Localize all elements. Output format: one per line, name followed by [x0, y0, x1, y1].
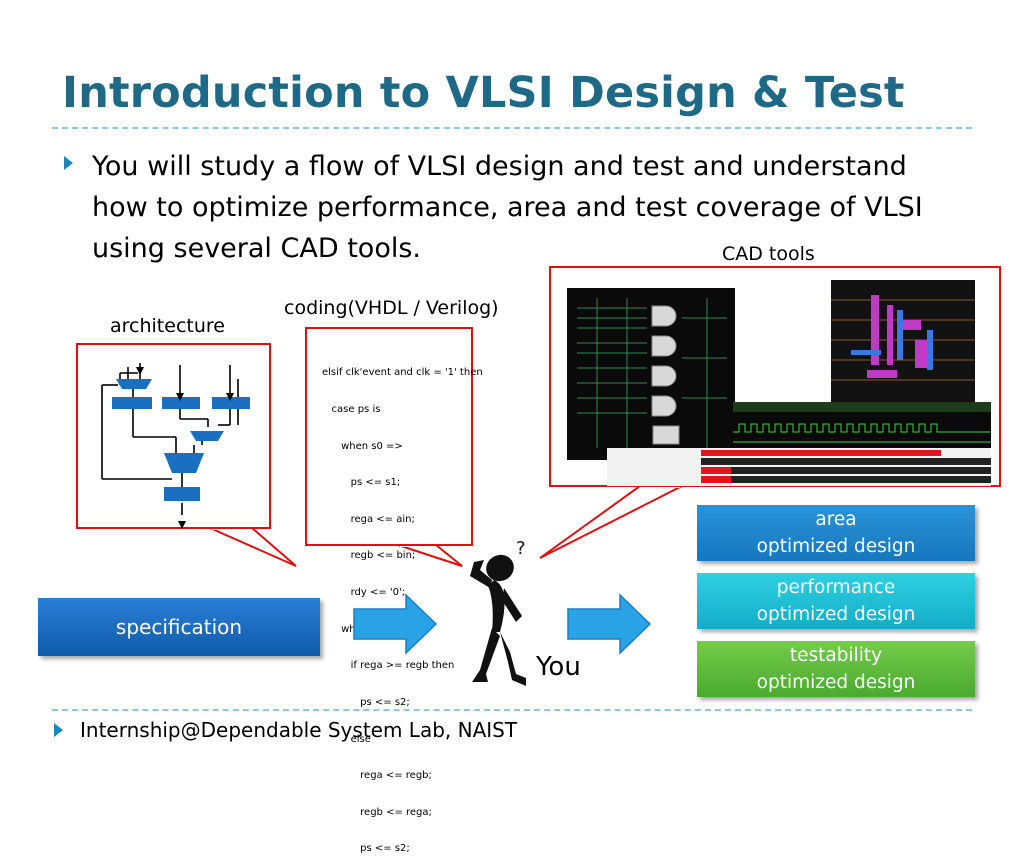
bullet-marker-icon: [64, 156, 73, 170]
right-arrow-icon: [353, 593, 438, 655]
thinking-person-icon: ?: [470, 540, 526, 686]
cad-tools-label: CAD tools: [722, 243, 815, 265]
bullet-text: You will study a flow of VLSI design and…: [92, 151, 923, 264]
architecture-block-diagram: [101, 363, 250, 529]
layout-screenshot: [831, 280, 975, 410]
code-line: if rega >= regb then: [322, 660, 455, 672]
coding-label: coding(VHDL / Verilog): [284, 297, 499, 319]
architecture-callout: [76, 343, 271, 529]
code-line: ps <= s2;: [322, 843, 410, 855]
code-line: rega <= regb;: [322, 770, 432, 782]
code-line: when s0 =>: [322, 440, 403, 452]
code-line: elsif clk'event and clk = '1' then: [322, 367, 483, 379]
schematic-screenshot: [567, 288, 735, 460]
code-line: case ps is: [322, 404, 381, 416]
question-mark: ?: [516, 540, 526, 559]
code-line: rega <= ain;: [322, 513, 415, 525]
you-label: You: [536, 652, 581, 682]
slide-title: Introduction to VLSI Design & Test: [62, 68, 905, 118]
coding-callout: [305, 327, 473, 546]
title-divider: [52, 127, 972, 129]
area-optimized-box: area optimized design: [697, 505, 975, 561]
footer-text: Internship@Dependable System Lab, NAIST: [80, 718, 518, 742]
cad-tools-callout: [549, 266, 1001, 487]
code-line: ps <= s2;: [322, 696, 410, 708]
code-line: ps <= s1;: [322, 477, 401, 489]
specification-box: specification: [38, 598, 320, 656]
footer-divider: [52, 709, 972, 711]
code-line: regb <= rega;: [322, 806, 432, 818]
code-line: rdy <= '0';: [322, 587, 406, 599]
signal-list-screenshot: [607, 448, 991, 486]
right-arrow-icon: [567, 593, 652, 655]
performance-optimized-box: performance optimized design: [697, 573, 975, 629]
architecture-label: architecture: [110, 315, 225, 337]
code-line: regb <= bin;: [322, 550, 416, 562]
testability-optimized-box: testability optimized design: [697, 641, 975, 697]
footer-bullet-icon: [54, 723, 63, 737]
code-line: else: [322, 733, 371, 745]
